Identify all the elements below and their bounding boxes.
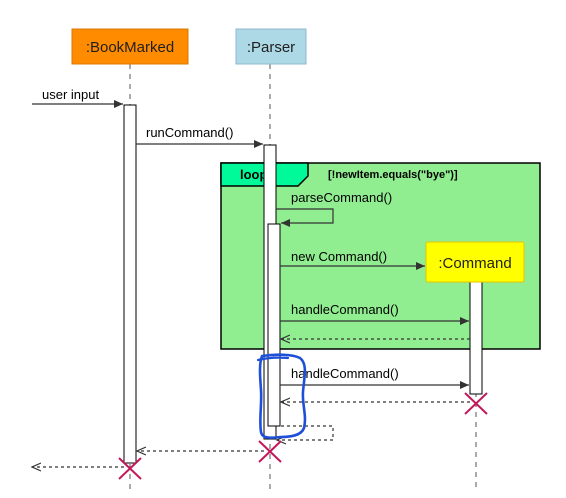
return-parse-command [277, 425, 334, 440]
loop-keyword: loop [240, 167, 267, 182]
message-user-input: user input [32, 87, 123, 108]
participant-bookmarked-label: :BookMarked [86, 39, 174, 56]
label-handle-command-2: handleCommand() [291, 366, 399, 381]
message-handle-command-2: handleCommand() [280, 366, 469, 389]
participant-parser-label: :Parser [247, 39, 295, 56]
message-handle-command-1: handleCommand() [280, 302, 469, 325]
message-new-command: new Command() [280, 249, 425, 270]
loop-guard: [!newItem.equals("bye")] [328, 169, 458, 181]
participant-bookmarked-box [71, 28, 189, 65]
command-activation [469, 281, 483, 395]
participant-parser: :Parser [235, 28, 307, 65]
destroy-marker-parser [258, 440, 282, 463]
participant-bookmarked: :BookMarked [71, 28, 189, 65]
label-parse-command: parseCommand() [291, 190, 392, 205]
handdrawn-annotation-stroke [258, 353, 307, 440]
participant-parser-box [235, 28, 307, 65]
label-handle-command-1: handleCommand() [291, 302, 399, 317]
message-run-command: runCommand() [136, 125, 263, 148]
bookmarked-activation [123, 104, 137, 464]
parser-activation-inner [267, 223, 281, 427]
label-user-input: user input [42, 87, 99, 102]
message-parse-command: parseCommand() [276, 190, 392, 227]
participant-command: :Command [425, 241, 525, 283]
handdrawn-annotation-tick [256, 356, 290, 362]
destroy-marker-bookmarked [118, 457, 142, 480]
destroy-marker-command [464, 392, 488, 415]
arrow-parse-command [276, 208, 334, 227]
label-new-command: new Command() [291, 249, 387, 264]
label-run-command: runCommand() [146, 125, 233, 140]
participant-command-box [425, 241, 525, 283]
participant-command-label: :Command [438, 255, 511, 272]
